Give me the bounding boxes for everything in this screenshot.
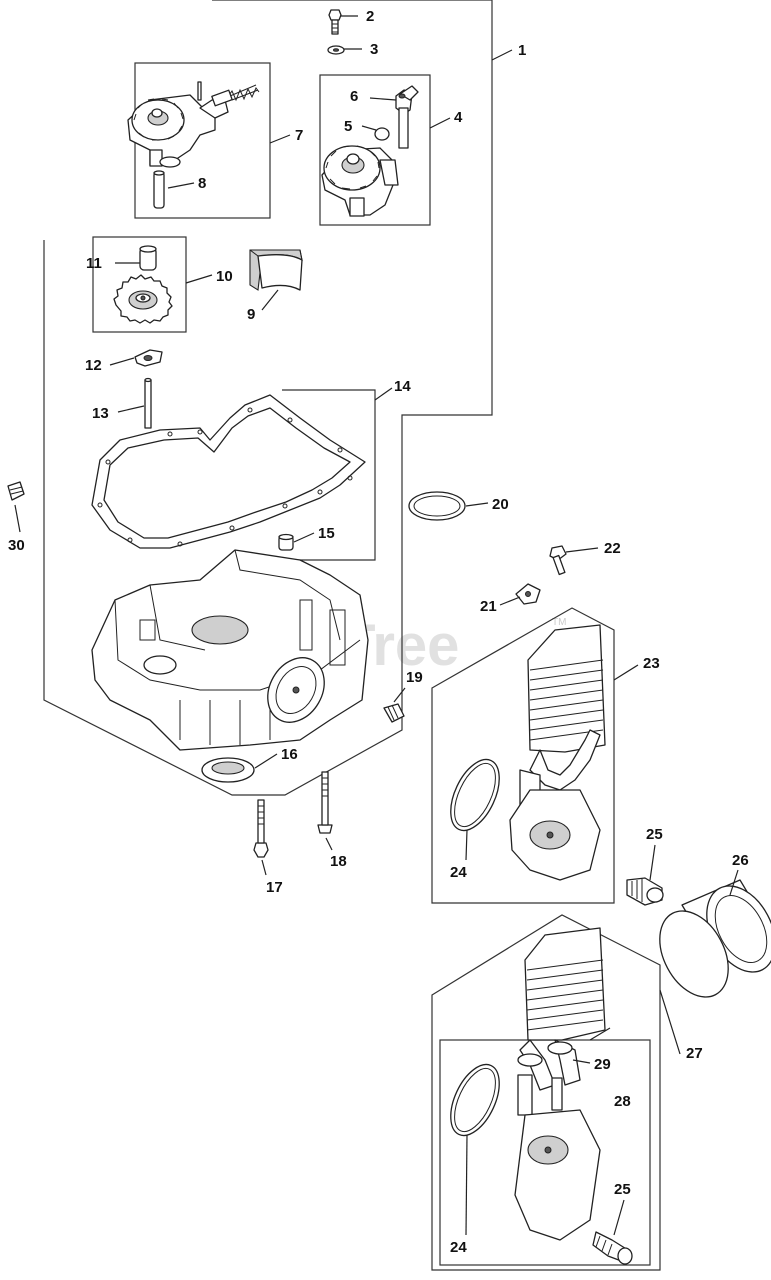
bolt-part-18 (317, 771, 333, 834)
callout-6: 6 (350, 88, 358, 105)
callout-21: 21 (480, 598, 497, 615)
gear-part-10 (113, 274, 173, 324)
callout-27: 27 (686, 1045, 703, 1062)
callout-25-lower: 25 (614, 1181, 631, 1198)
pin-part-8 (153, 170, 165, 209)
callout-28: 28 (614, 1093, 631, 1110)
o-ring-part-24-upper (450, 758, 500, 832)
callout-11: 11 (86, 255, 102, 272)
callout-25-upper: 25 (646, 826, 663, 843)
bolt-part-22 (549, 545, 567, 576)
oil-pump-part-4 (321, 145, 399, 217)
spring-part-7 (197, 81, 260, 107)
callout-2: 2 (366, 8, 374, 25)
callout-13: 13 (92, 405, 109, 422)
group-frame-14 (282, 389, 376, 561)
dowel-part-15 (278, 533, 294, 551)
washer-part-3 (327, 45, 345, 55)
fitting-part-25-upper (626, 877, 664, 906)
callout-22: 22 (604, 540, 621, 557)
group-frame-1 (43, 0, 493, 796)
callout-18: 18 (330, 853, 347, 870)
gasket-part-14 (91, 394, 366, 549)
callout-14: 14 (394, 378, 411, 395)
callout-24-lower: 24 (450, 1239, 467, 1256)
fitting-part-25-lower (592, 1231, 633, 1265)
group-frame-23 (431, 607, 615, 904)
shaft-part-13 (144, 377, 152, 429)
callout-9: 9 (247, 306, 255, 323)
callout-4: 4 (454, 109, 463, 126)
pickup-tube-part-6 (395, 85, 419, 149)
callout-30: 30 (8, 537, 25, 554)
o-ring-part-20 (408, 491, 466, 521)
bearing-part-9 (249, 249, 303, 291)
callout-15: 15 (318, 525, 335, 542)
watermark-trademark: TM (552, 617, 566, 628)
seal-part-16 (201, 757, 255, 783)
oil-cooler-part-23 (519, 624, 606, 806)
callout-10: 10 (216, 268, 233, 285)
o-ring-part-5 (374, 127, 390, 141)
oil-filter-part-26 (659, 879, 771, 998)
callout-3: 3 (370, 41, 378, 58)
callout-16: 16 (281, 746, 298, 763)
filter-adapter-part-28 (514, 1077, 601, 1241)
oil-cooler-part-27 (517, 927, 606, 1116)
callout-8: 8 (198, 175, 206, 192)
callout-12: 12 (85, 357, 102, 374)
callout-7: 7 (295, 127, 303, 144)
callout-5: 5 (344, 118, 352, 135)
oil-pan-housing (91, 549, 369, 751)
drain-plug-part-30 (7, 481, 25, 501)
callout-26: 26 (732, 852, 749, 869)
callout-29: 29 (594, 1056, 611, 1073)
callout-17: 17 (266, 879, 283, 896)
bushing-part-11 (139, 245, 157, 271)
filter-adapter-part-23 (509, 789, 601, 881)
nut-part-21 (515, 583, 541, 605)
o-ring-part-24-lower (450, 1063, 500, 1137)
group-frame-10 (92, 236, 187, 333)
callout-23: 23 (643, 655, 660, 672)
callout-19: 19 (406, 669, 423, 686)
washer-part-12 (134, 349, 163, 367)
bolt-part-17 (253, 799, 269, 858)
plug-part-19 (383, 703, 405, 723)
callout-24-upper: 24 (450, 864, 467, 881)
leader-lines (14, 15, 739, 1236)
oil-pump-part-7 (127, 94, 229, 168)
callout-20: 20 (492, 496, 509, 513)
group-frame-27 (431, 914, 661, 1271)
clamp-part-29 (517, 1041, 573, 1067)
callout-1: 1 (518, 42, 526, 59)
group-frame-4 (319, 74, 431, 226)
bolt-part-2 (328, 9, 342, 35)
